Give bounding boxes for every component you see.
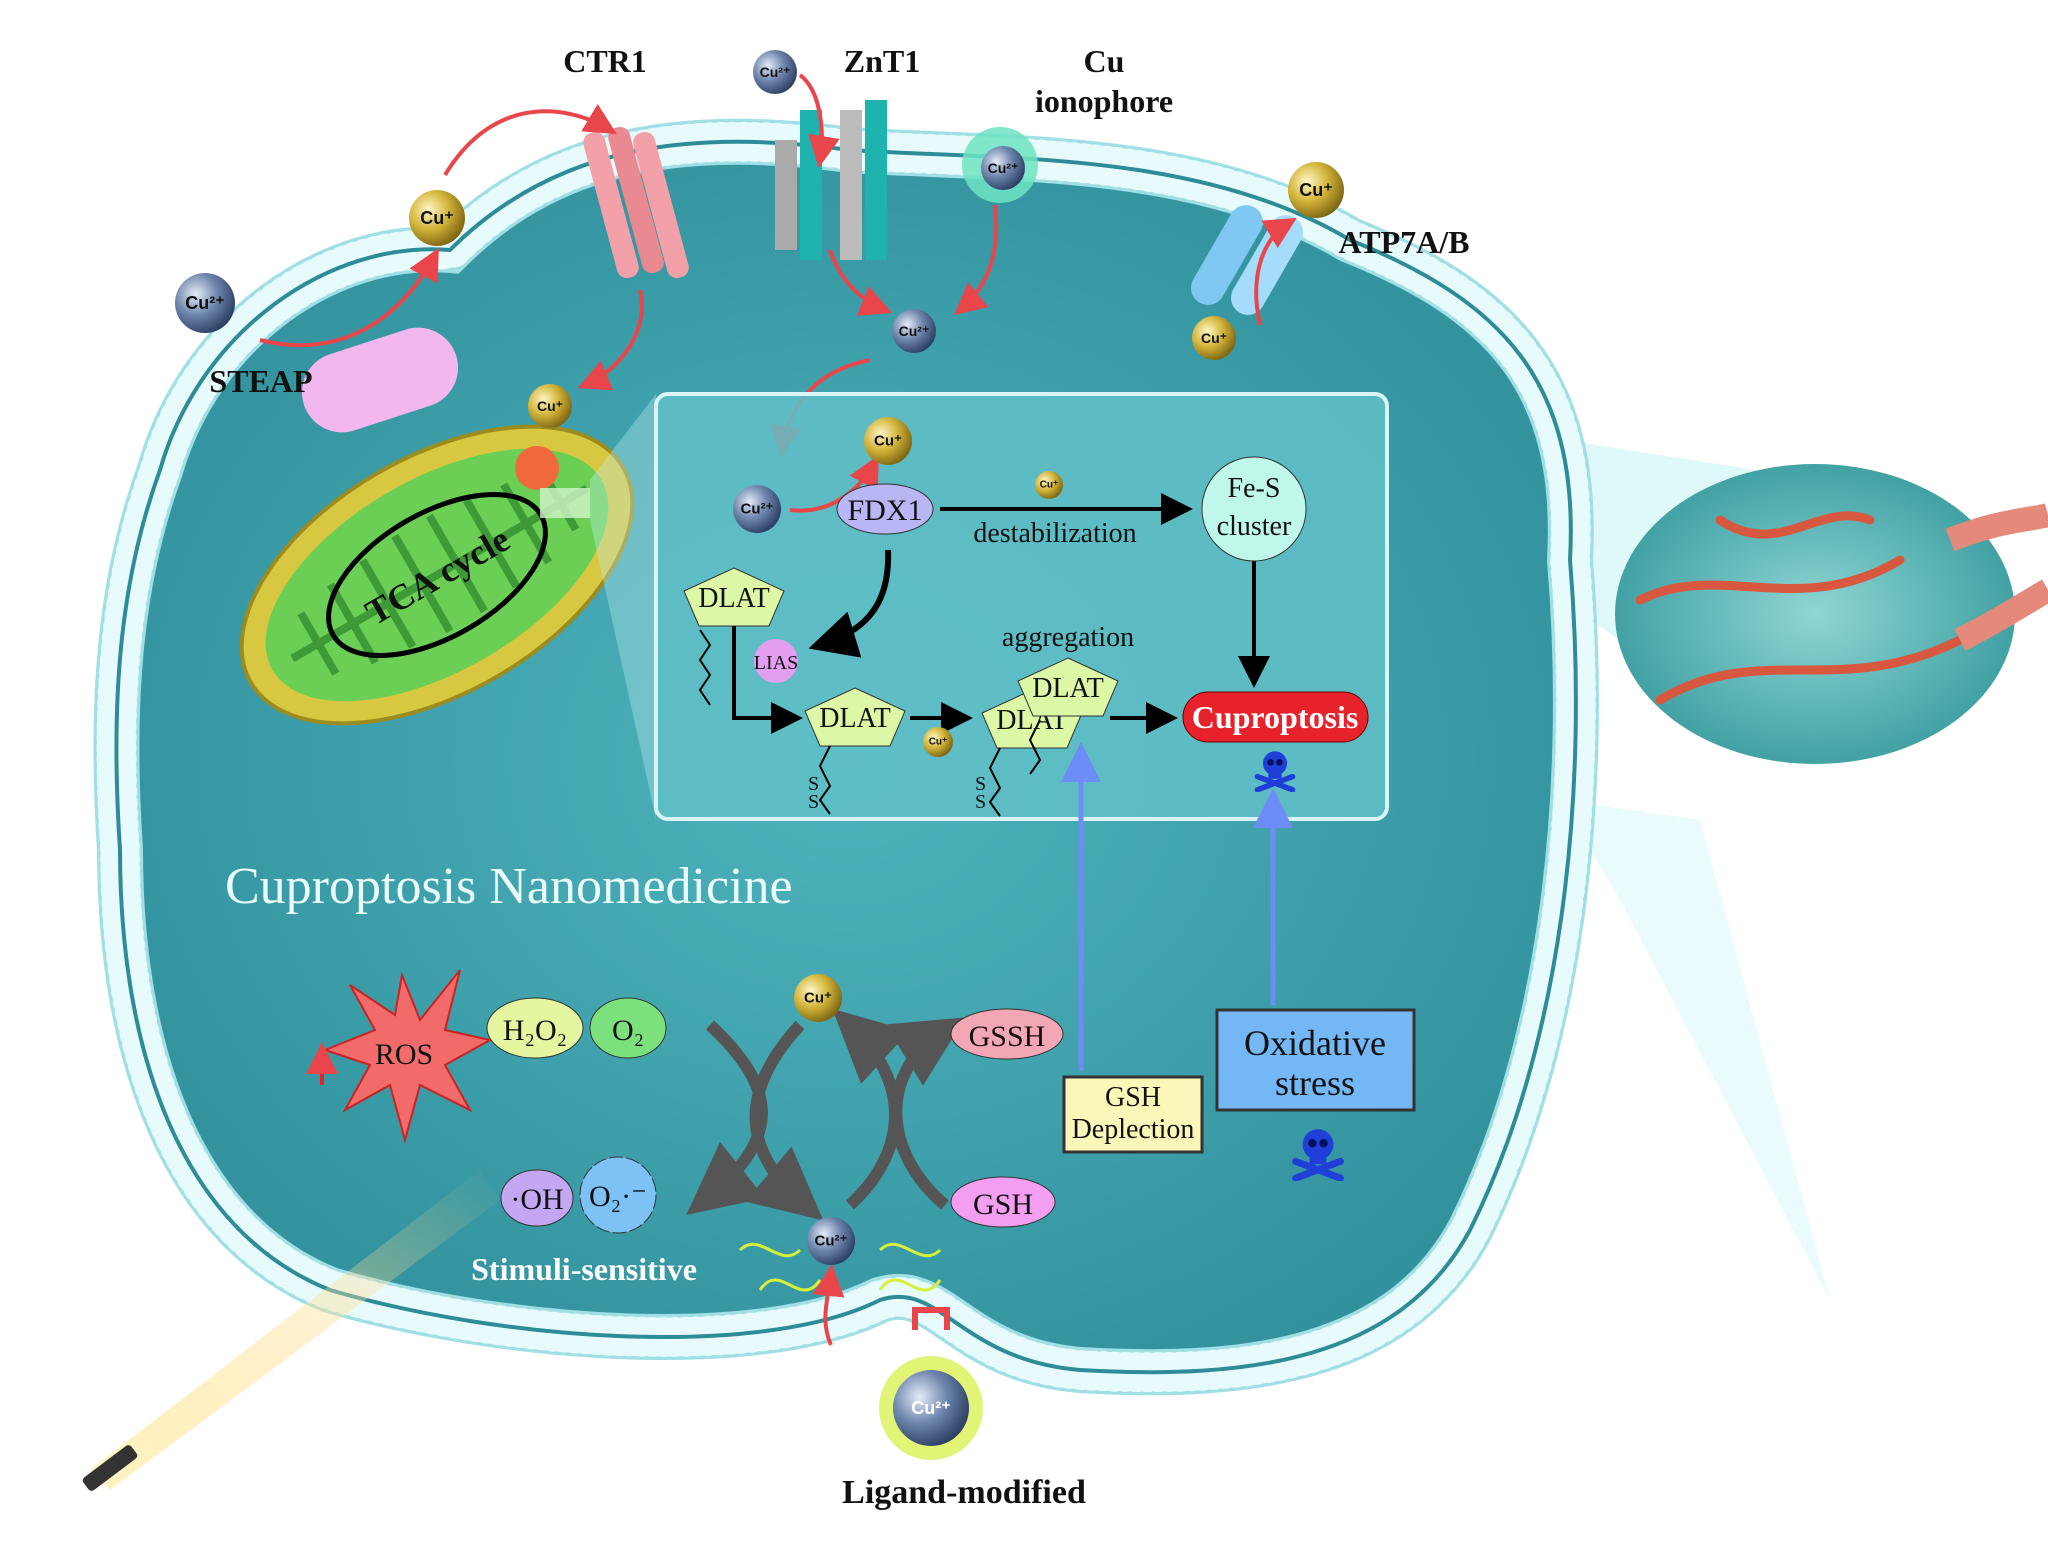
- aggregation-label: aggregation: [1002, 622, 1134, 653]
- gssh-node: [950, 1008, 1064, 1060]
- svg-text:Cu⁺: Cu⁺: [929, 737, 948, 748]
- svg-text:Cu⁺: Cu⁺: [804, 990, 832, 1007]
- cu1-ion: Cu⁺: [1035, 471, 1063, 499]
- cu-ionophore-label-line1: Cu: [1084, 43, 1125, 79]
- fe-s-label-line2: cluster: [1217, 511, 1292, 542]
- cuproptosis-badge: [1182, 691, 1369, 743]
- svg-text:DLAT: DLAT: [1032, 673, 1104, 704]
- o2-node: [589, 997, 667, 1059]
- steap-protein: [301, 327, 459, 433]
- redox-cycle-arrows: [686, 1008, 966, 1221]
- hydroxyl-node: [500, 1169, 574, 1227]
- inset-panel: FDX1 destabilization Fe-S cluster DLAT L…: [654, 392, 1389, 821]
- steap-label: STEAP: [209, 363, 312, 399]
- fe-s-label-line1: Fe-S: [1228, 473, 1281, 504]
- svg-text:Cu⁺: Cu⁺: [1201, 330, 1227, 346]
- cuproptosis-label: Cuproptosis: [1192, 699, 1359, 735]
- znt1-label: ZnT1: [844, 43, 920, 79]
- svg-text:DLAT: DLAT: [819, 703, 891, 734]
- diagram-title: Cuproptosis Nanomedicine: [225, 858, 793, 915]
- ligand-modified-label: Ligand-modified: [842, 1474, 1086, 1511]
- cu2-ion: Cu²⁺: [807, 1217, 855, 1265]
- ros-burst: ROS: [306, 969, 493, 1144]
- fe-s-cluster-node: [1201, 456, 1307, 562]
- stimuli-sensitive-label: Stimuli-sensitive: [471, 1251, 697, 1287]
- light-source: [82, 1170, 500, 1491]
- cu2-ion: Cu²⁺: [733, 485, 781, 533]
- lias-node: [754, 639, 798, 683]
- ctr1-label: CTR1: [563, 43, 647, 79]
- sulfur-label: S: [975, 791, 986, 813]
- dlat-node: DLAT: [1017, 657, 1119, 717]
- gsh-depletion-box: [1062, 1075, 1204, 1154]
- cu1-ion: Cu⁺: [864, 417, 912, 465]
- gsh-label: GSH: [973, 1188, 1033, 1221]
- svg-text:Cu²⁺: Cu²⁺: [899, 323, 930, 339]
- ligand-modified-nanoparticle: [738, 1242, 983, 1460]
- sulfur-label: S: [808, 773, 819, 795]
- svg-text:Cu²⁺: Cu²⁺: [741, 501, 774, 518]
- svg-text:Cu²⁺: Cu²⁺: [185, 293, 225, 313]
- svg-text:Cu²⁺: Cu²⁺: [760, 64, 791, 80]
- gsh-depletion-line1: GSH: [1105, 1082, 1161, 1113]
- destabilization-label: destabilization: [973, 518, 1136, 549]
- mitochondrion: TCA cycle: [239, 424, 635, 726]
- superoxide-label: O₂·⁻: [589, 1180, 647, 1213]
- znt1-transporter: [775, 100, 887, 260]
- laser-pointer-icon: [82, 1445, 138, 1491]
- atp7-label: ATP7A/B: [1339, 224, 1470, 260]
- ctr1-transporter: [583, 126, 689, 279]
- zoom-connector: [590, 394, 656, 819]
- o2-label: O₂: [612, 1014, 644, 1047]
- cu2-ion: Cu²⁺: [753, 50, 797, 94]
- lipoyl-groups: [818, 719, 1042, 817]
- copper-chaperone: [515, 446, 559, 490]
- gsh-depletion-line2: Deplection: [1072, 1114, 1195, 1145]
- svg-text:Cu⁺: Cu⁺: [420, 208, 454, 228]
- svg-text:DLAT: DLAT: [698, 583, 770, 614]
- cu2-ion: Cu²⁺: [892, 309, 936, 353]
- h2o2-node: [486, 997, 584, 1059]
- cu2-ion: Cu²⁺: [981, 146, 1025, 190]
- oxidative-stress-line1: Oxidative: [1244, 1023, 1386, 1063]
- dlat-node: DLAT: [683, 567, 785, 627]
- cu1-ion: Cu⁺: [528, 384, 572, 428]
- svg-text:Cu⁺: Cu⁺: [1299, 180, 1333, 200]
- cu2-ion: Cu²⁺: [911, 1398, 951, 1418]
- cu-ionophore-label-line2: ionophore: [1035, 83, 1173, 119]
- fdx1-label: FDX1: [847, 494, 922, 527]
- svg-text:Cu²⁺: Cu²⁺: [911, 1398, 951, 1418]
- h2o2-label: H₂O₂: [503, 1014, 567, 1047]
- sulfur-label: S: [975, 773, 986, 795]
- cu1-ion: Cu⁺: [1192, 316, 1236, 360]
- superoxide-node: [579, 1156, 657, 1234]
- oxidative-stress-line2: stress: [1275, 1063, 1355, 1103]
- hydroxyl-label: ·OH: [510, 1183, 563, 1216]
- svg-text:Cu⁺: Cu⁺: [1040, 480, 1059, 491]
- cu1-ion: Cu⁺: [409, 190, 465, 246]
- cu2-ion: Cu²⁺: [175, 273, 235, 333]
- svg-text:Cu²⁺: Cu²⁺: [988, 160, 1019, 176]
- gsh-node: [950, 1176, 1056, 1228]
- cu1-ion: Cu⁺: [1288, 162, 1344, 218]
- svg-text:Cu²⁺: Cu²⁺: [815, 1233, 848, 1250]
- ros-label: ROS: [375, 1038, 433, 1071]
- svg-text:Cu⁺: Cu⁺: [537, 398, 563, 414]
- dlat-node: DLAT: [804, 687, 906, 747]
- oxidative-stress-box: [1215, 1008, 1416, 1112]
- sulfur-label: S: [808, 791, 819, 813]
- fdx1-node: [836, 483, 934, 535]
- cu1-ion: Cu⁺: [794, 974, 842, 1022]
- lias-label: LIAS: [754, 652, 798, 674]
- svg-text:Cu⁺: Cu⁺: [874, 433, 902, 450]
- gssh-label: GSSH: [969, 1020, 1046, 1053]
- cu1-ion: Cu⁺: [923, 727, 953, 757]
